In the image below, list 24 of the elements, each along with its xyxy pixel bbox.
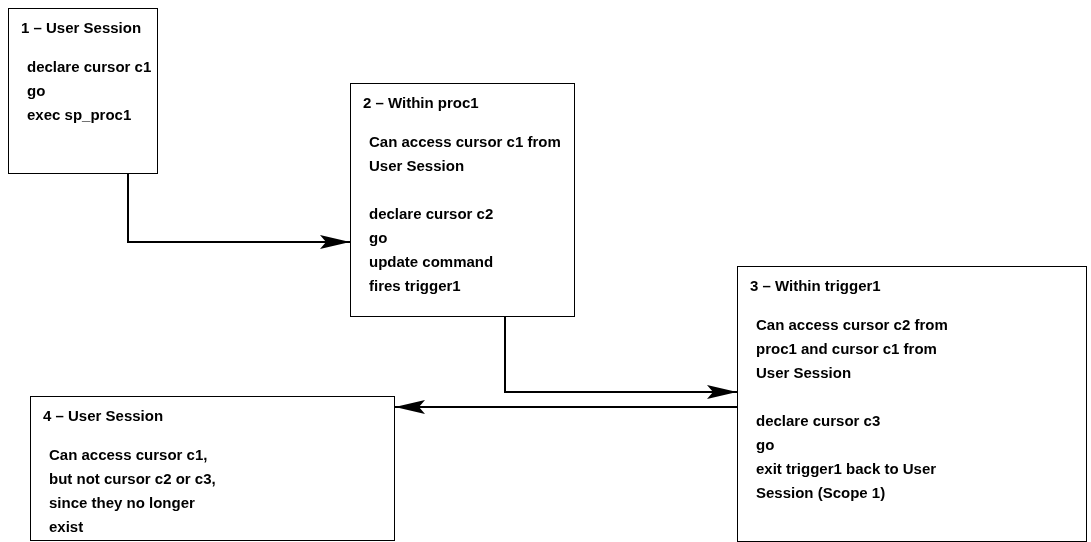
arrow: [127, 173, 351, 249]
code-text: exit trigger1 back to User Session (Scope 1): [756, 459, 938, 503]
code-text: declare cursor c3: [756, 411, 882, 431]
code-text: go: [369, 228, 389, 248]
code-text: Can access cursor c1 from User Session: [369, 132, 562, 176]
arrow: [504, 316, 738, 399]
box-heading: 2 – Within proc1: [363, 94, 479, 112]
code-text: declare cursor c1: [27, 57, 153, 77]
code-text: go: [756, 435, 776, 455]
code-text: exec sp_proc1: [27, 105, 133, 125]
box-heading: 1 – User Session: [21, 19, 142, 37]
process-box: [350, 83, 575, 317]
arrow: [394, 400, 738, 414]
code-text: update command: [369, 252, 495, 272]
box-heading: 4 – User Session: [43, 407, 164, 425]
code-text: Can access cursor c2 from proc1 and cursor c1 from User Session: [756, 315, 949, 383]
box-heading: 3 – Within trigger1: [750, 277, 881, 295]
code-text: go: [27, 81, 47, 101]
code-text: declare cursor c2: [369, 204, 495, 224]
process-box: [737, 266, 1087, 542]
code-text: Can access cursor c1, but not cursor c2 or c3, since they no longer exist: [49, 445, 217, 537]
process-box: [8, 8, 158, 174]
code-text: fires trigger1: [369, 276, 462, 296]
process-box: [30, 396, 395, 541]
